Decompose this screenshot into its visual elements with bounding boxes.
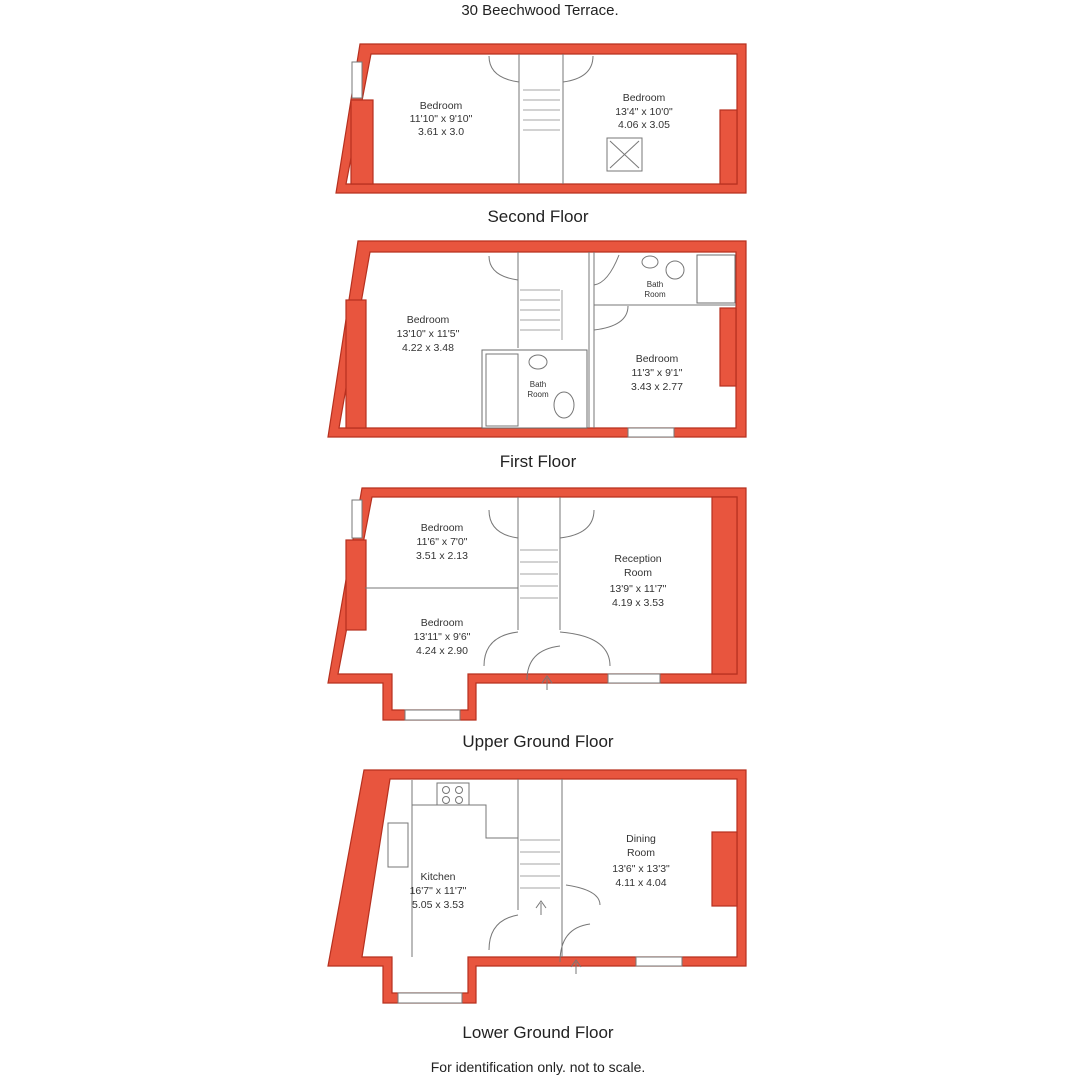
room-name-line-2: Room (624, 567, 652, 579)
bath-label: Bath (647, 280, 663, 289)
second-floor-chimney-right (719, 109, 738, 185)
basin-icon (641, 255, 659, 269)
room-name: Bedroom (636, 353, 679, 365)
upper-ground-floor-walls (327, 487, 747, 721)
bathroom-lower (481, 349, 588, 429)
room-imperial: 13'9" x 11'7" (610, 583, 667, 595)
second-floor-window-left (351, 61, 363, 99)
room-imperial: 11'3" x 9'1" (632, 367, 683, 379)
room-metric: 4.24 x 2.90 (416, 645, 468, 657)
room-imperial: 13'6" x 13'3" (612, 863, 670, 875)
second-floor-stairs (523, 89, 560, 131)
upper-ground-stairs (520, 549, 558, 599)
lower-ground-chimney-right (711, 831, 738, 907)
kitchen-worktop (411, 780, 518, 957)
shower-tray (696, 254, 736, 304)
floor-title: Upper Ground Floor (462, 732, 614, 751)
room-name: Bedroom (421, 522, 464, 534)
room-name: Dining (626, 833, 656, 845)
second-floor-chimney-left (350, 99, 374, 185)
room-metric: 4.06 x 3.05 (618, 119, 670, 131)
floor-title: Second Floor (487, 207, 588, 226)
document-title: 30 Beechwood Terrace. (461, 2, 618, 19)
second-floor-plan: Bedroom 11'10" x 9'10" 3.61 x 3.0 Bedroo… (335, 43, 747, 226)
bath-label: Room (527, 390, 549, 399)
upper-ground-window-left (351, 499, 363, 539)
room-metric: 4.11 x 4.04 (615, 877, 666, 889)
room-imperial: 16'7" x 11'7" (410, 885, 467, 897)
room-imperial: 13'4" x 10'0" (615, 106, 673, 118)
room-name: Bedroom (623, 92, 666, 104)
bath-label: Room (644, 290, 666, 299)
upper-ground-window-bottom (607, 673, 661, 684)
lower-ground-window-bottom (635, 956, 683, 967)
first-floor-stairs (520, 289, 563, 340)
room-metric: 3.61 x 3.0 (418, 126, 464, 138)
upper-ground-floor-plan: Bedroom 11'6" x 7'0" 3.51 x 2.13 Bedroom… (327, 487, 747, 751)
room-name: Bedroom (420, 100, 463, 112)
second-floor-walls (335, 43, 747, 194)
room-imperial: 13'11" x 9'6" (414, 631, 471, 643)
room-metric: 4.19 x 3.53 (612, 597, 664, 609)
stair-arrow-icon (535, 900, 547, 915)
first-floor-chimney-left (345, 299, 367, 429)
first-floor-plan: Bedroom 13'10" x 11'5" 4.22 x 3.48 Bedro… (327, 240, 747, 471)
room-name: Bedroom (421, 617, 464, 629)
lower-ground-stairs (520, 839, 560, 889)
upper-ground-chimney-right (711, 496, 738, 675)
lower-ground-bay-window (397, 992, 463, 1004)
upper-ground-chimney-left (345, 539, 367, 631)
sink-icon (387, 822, 409, 868)
skylight-icon (606, 137, 643, 172)
lower-ground-floor-walls (327, 769, 747, 1004)
room-name: Reception (614, 553, 661, 565)
bath-tub-icon (485, 353, 519, 427)
room-imperial: 13'10" x 11'5" (397, 328, 460, 340)
hob-icon (436, 782, 470, 806)
room-name: Kitchen (420, 871, 455, 883)
floor-title: First Floor (500, 452, 577, 471)
entrance-arrow-icon (570, 959, 582, 974)
room-imperial: 11'6" x 7'0" (417, 536, 468, 548)
toilet-icon (665, 260, 685, 280)
entrance-arrow-icon (541, 675, 553, 690)
basin-icon (528, 354, 548, 370)
room-metric: 4.22 x 3.48 (402, 342, 454, 354)
bath-label: Bath (530, 380, 546, 389)
disclaimer-footer: For identification only. not to scale. (431, 1059, 646, 1075)
room-name: Bedroom (407, 314, 450, 326)
first-floor-window-bottom (627, 427, 675, 438)
floor-title: Lower Ground Floor (462, 1023, 614, 1042)
first-floor-chimney-right (719, 307, 737, 387)
room-metric: 3.51 x 2.13 (416, 550, 468, 562)
room-name-line-2: Room (627, 847, 655, 859)
upper-ground-bay-window (404, 709, 461, 721)
toilet-icon (553, 391, 575, 419)
lower-ground-floor-plan: Kitchen 16'7" x 11'7" 5.05 x 3.53 Dining… (327, 769, 747, 1042)
room-metric: 3.43 x 2.77 (631, 381, 683, 393)
room-imperial: 11'10" x 9'10" (410, 113, 473, 125)
room-metric: 5.05 x 3.53 (412, 899, 464, 911)
